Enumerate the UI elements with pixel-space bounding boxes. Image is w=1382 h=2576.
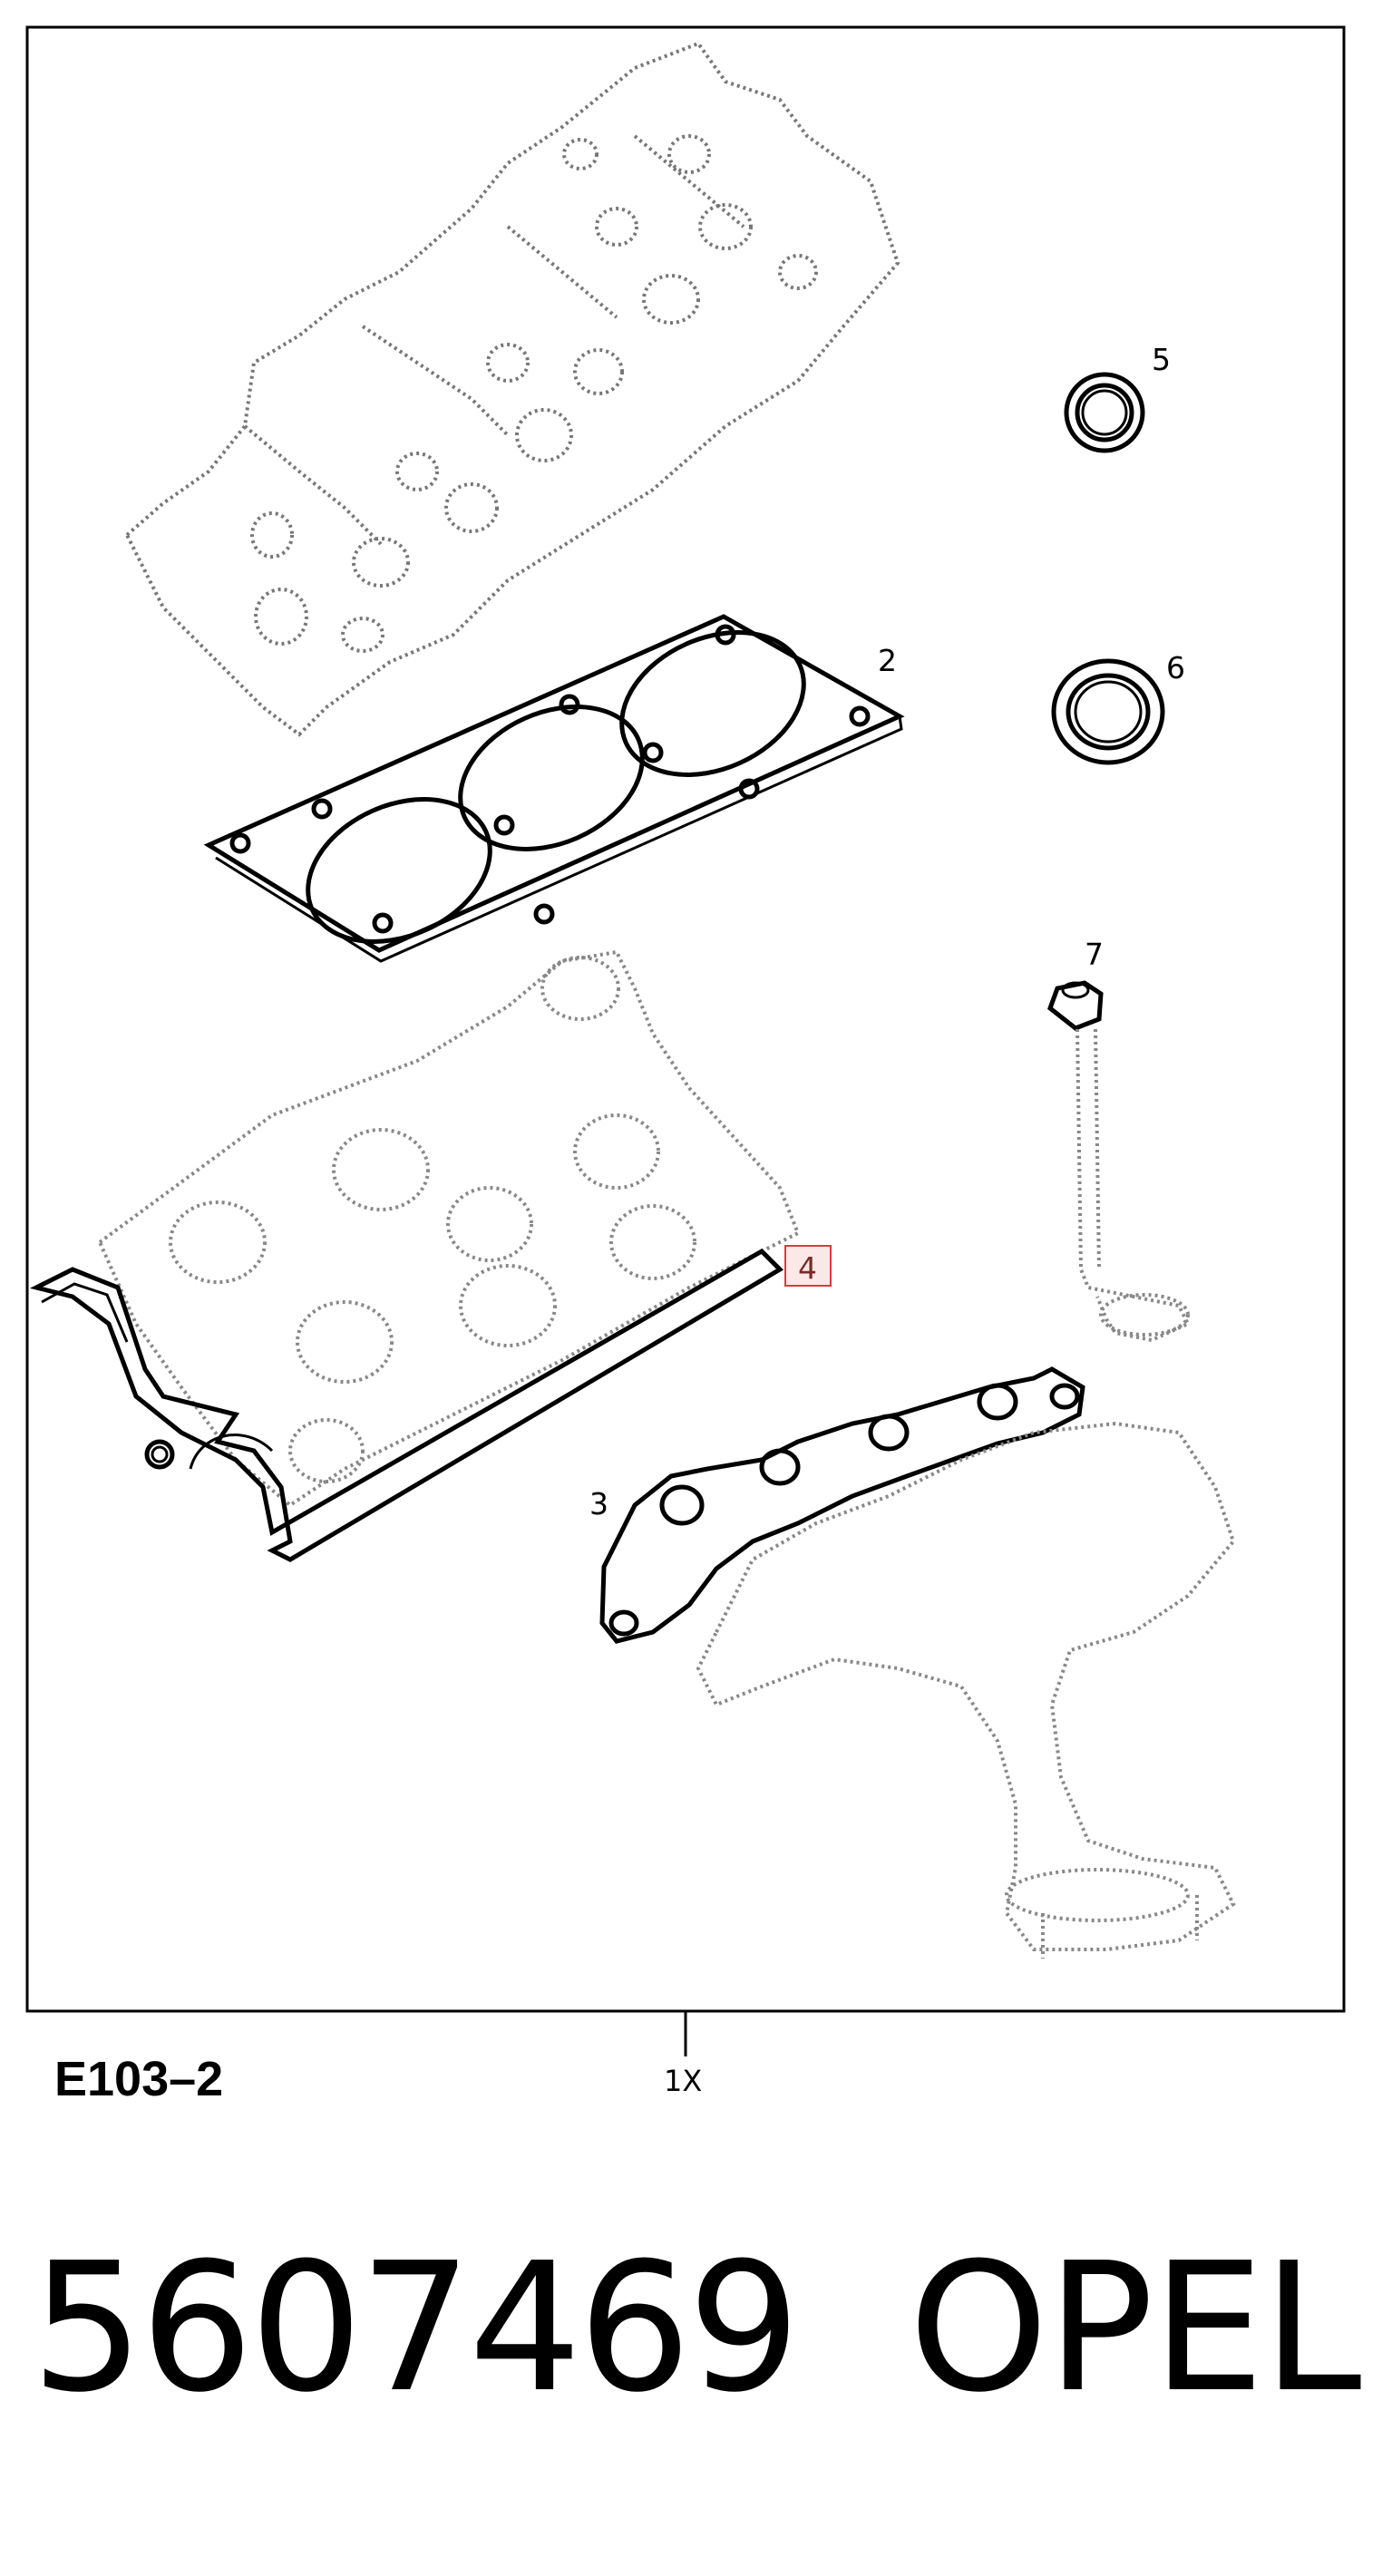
diagram-frame [25, 25, 1346, 2013]
exhaust-manifold-outline [696, 1421, 1236, 1959]
callout-4-highlight [784, 1245, 832, 1287]
seal-ring-5 [1064, 372, 1145, 453]
seal-ring-6 [1051, 658, 1165, 765]
cylinder-head-outline [124, 41, 900, 737]
valve [1075, 1028, 1191, 1343]
head-gasket [203, 614, 905, 963]
valve-stem-seal [1047, 980, 1104, 1031]
brand-name: OPEL [909, 2225, 1362, 2432]
quantity-label: 1X [664, 2064, 703, 2098]
callout-4[interactable]: 4 [798, 1250, 817, 1286]
callout-3[interactable]: 3 [589, 1486, 608, 1521]
callout-5[interactable]: 5 [1152, 342, 1171, 377]
callout-7[interactable]: 7 [1085, 937, 1104, 972]
cam-cover-gasket [29, 1248, 784, 1562]
camshaft-housing-outline [97, 949, 801, 1508]
callout-6[interactable]: 6 [1166, 650, 1185, 685]
callout-2[interactable]: 2 [878, 643, 897, 678]
exhaust-manifold-gasket [599, 1366, 1085, 1644]
diagram-code: E103–2 [54, 2052, 224, 2106]
part-number: 5607469 [31, 2225, 801, 2432]
